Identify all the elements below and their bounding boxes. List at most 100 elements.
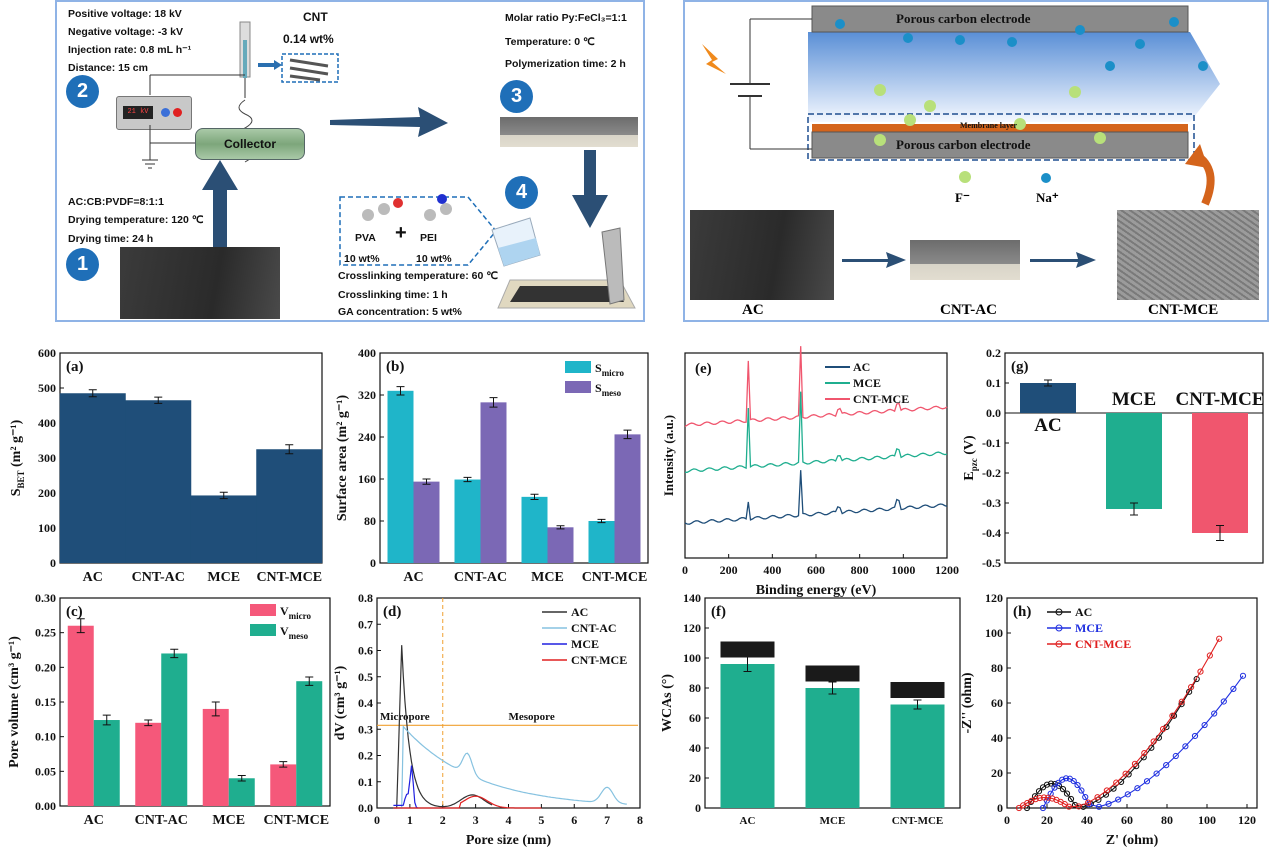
bar: [413, 481, 440, 563]
y-tick-label: 200: [38, 486, 56, 500]
error-bar: [285, 444, 294, 455]
data-point: [1163, 762, 1170, 769]
data-point: [1206, 652, 1213, 659]
y-tick-label: 500: [38, 381, 56, 395]
y-tick-label: 80: [991, 661, 1003, 675]
bar: [135, 722, 162, 806]
x-tick-label: CNT-MCE: [582, 570, 648, 585]
y-axis-label: Pore volume (cm³ g⁻¹): [7, 636, 22, 768]
x-tick-label: 120: [1238, 813, 1256, 827]
y-tick-label: 0.10: [35, 730, 56, 744]
x-tick-label: 100: [1198, 813, 1216, 827]
y-tick-label: -0.2: [982, 466, 1001, 480]
cdi-schematic-frame: [683, 0, 1269, 322]
data-point: [1188, 683, 1195, 691]
bar: [190, 495, 257, 563]
legend-label: MCE: [1075, 621, 1103, 635]
annotation-mesopore: Mesopore: [509, 711, 555, 723]
error-bar: [913, 699, 922, 710]
y-tick-label: 0.7: [358, 617, 373, 631]
legend-label: CNT-AC: [571, 621, 617, 635]
x-tick-label: 1200: [935, 563, 959, 577]
electrospin-param-3: Injection rate: 0.8 mL h⁻¹: [68, 44, 192, 56]
ac-photo: [690, 210, 834, 300]
wiring: [142, 125, 200, 169]
y-tick-label: 0: [997, 801, 1003, 815]
x-tick-label: 8: [637, 813, 643, 827]
x-tick-label: 200: [720, 563, 738, 577]
data-point: [1124, 791, 1131, 798]
data-point: [1059, 786, 1067, 793]
data-point: [1193, 675, 1200, 683]
series-line: [1042, 675, 1244, 809]
x-tick-label: CNT-MCE: [263, 813, 329, 828]
y-tick-label: 60: [991, 696, 1003, 710]
legend-label: AC: [571, 605, 588, 619]
y-tick-label: -0.4: [982, 526, 1001, 540]
y-axis-label: WCAs (°): [660, 674, 675, 732]
error-bar: [422, 478, 431, 485]
legend-marker: [1055, 640, 1063, 648]
data-point: [1141, 749, 1148, 757]
error-bar: [305, 676, 314, 686]
series-line: [684, 346, 948, 427]
error-bar: [396, 386, 405, 396]
x-tick-label: 0: [374, 813, 380, 827]
y-tick-label: 0.0: [986, 406, 1001, 420]
crosslink-box: [339, 194, 497, 266]
data-point: [1172, 752, 1179, 760]
y-tick-label: 0: [50, 556, 56, 570]
y-axis-label: dV (cm³ g⁻¹): [333, 665, 348, 740]
x-tick-label: 600: [807, 563, 825, 577]
pei-label: PEI: [420, 232, 437, 244]
panel-label: (e): [695, 361, 712, 377]
data-point: [1067, 795, 1075, 803]
y-tick-label: 40: [991, 731, 1003, 745]
y-tick-label: 0: [370, 556, 376, 570]
error-bar: [556, 525, 565, 530]
crosslink-param-3: GA concentration: 5 wt%: [338, 306, 462, 318]
plus-sign: +: [395, 222, 407, 244]
bar: [1192, 413, 1248, 533]
voltage-display: 21 kV: [123, 106, 153, 119]
bar: [614, 434, 641, 563]
legend-label: CNT-MCE: [1075, 637, 1131, 651]
data-point: [1239, 672, 1247, 679]
legend-label: Vmeso: [280, 624, 309, 641]
droplet-image: [720, 641, 775, 658]
data-point: [1211, 710, 1218, 717]
bar: [547, 527, 574, 563]
data-point: [1150, 738, 1157, 745]
y-tick-label: 100: [683, 651, 701, 665]
y-tick-label: 400: [38, 416, 56, 430]
panel-label: (c): [66, 604, 83, 620]
data-point: [1131, 760, 1139, 767]
x-tick-label: 1000: [891, 563, 915, 577]
legend-swatch: [565, 381, 591, 393]
step-3-badge: 3: [500, 80, 533, 113]
polymer-param-3: Polymerization time: 2 h: [505, 58, 626, 70]
data-point: [1159, 725, 1167, 733]
data-point: [1059, 776, 1066, 783]
slurry-param-2: Drying temperature: 120 ℃: [68, 214, 204, 226]
pva-label: PVA: [355, 232, 376, 244]
data-point: [1055, 779, 1062, 786]
legend-label: AC: [853, 360, 870, 374]
x-tick-label: 80: [1161, 813, 1173, 827]
x-tick-label: MCE: [212, 813, 245, 828]
data-point: [1110, 785, 1117, 792]
error-bar: [211, 701, 220, 717]
x-tick-label: MCE: [531, 570, 564, 585]
bar: [67, 625, 94, 806]
x-tick-label: AC: [83, 570, 103, 585]
data-point: [1169, 712, 1176, 719]
data-point: [1220, 698, 1227, 705]
annotation-micropore: Micropore: [380, 711, 430, 723]
category-label: MCE: [1112, 389, 1156, 410]
fabrication-schematic-frame: [55, 0, 645, 322]
panel-label: (g): [1011, 359, 1029, 375]
panel-label: (a): [66, 359, 84, 375]
data-point: [1070, 777, 1077, 785]
